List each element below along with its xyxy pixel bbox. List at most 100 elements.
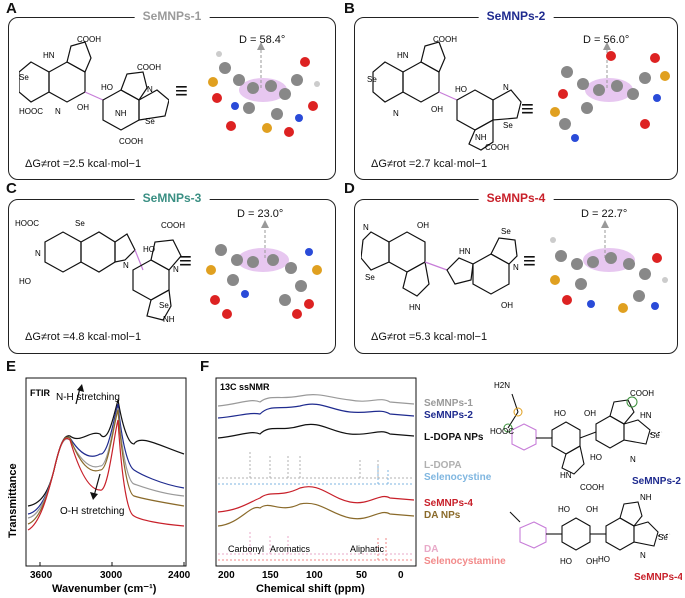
semnps1-structure: COOH HN Se HOOC N OH HO COOH N Se COOH N… <box>19 35 169 146</box>
svg-text:HN: HN <box>640 411 652 420</box>
ftir-annotation-oh: O-H stretching <box>60 506 124 517</box>
svg-text:COOH: COOH <box>161 221 185 230</box>
svg-text:HN: HN <box>409 303 421 312</box>
polymer-structures: H2N HOOC HO OH COOH HN Se HN COOH HO N S… <box>490 381 682 583</box>
legend-semnps-4: SeMNPs-4 <box>424 498 473 509</box>
svg-text:COOH: COOH <box>630 389 654 398</box>
svg-text:HOOC: HOOC <box>15 219 39 228</box>
panel-a-title: SeMNPs-1 <box>134 9 210 23</box>
svg-text:OH: OH <box>431 105 443 114</box>
nmr-line-semnps-4 <box>217 486 415 513</box>
panel-d-box: SeMNPs-4 Se N OH HN HN Se N OH ≡ D = 22.… <box>354 191 678 354</box>
svg-text:HO: HO <box>554 409 566 418</box>
svg-text:HN: HN <box>397 51 409 60</box>
rotation-energy-label: ΔG≠rot =5.3 kcal·mol−1 <box>371 331 488 343</box>
nmr-line-selenocystamine <box>218 536 414 561</box>
structure-label-bottom: SeMNPs-4 <box>634 572 682 583</box>
ftir-title: FTIR <box>30 388 50 398</box>
svg-text:HN: HN <box>560 471 572 480</box>
equivalent-symbol: ≡ <box>521 96 534 121</box>
svg-text:OH: OH <box>586 505 598 514</box>
svg-text:N: N <box>55 107 61 116</box>
svg-text:COOH: COOH <box>485 143 509 152</box>
semnps1-3d-model <box>208 42 320 137</box>
nmr-x-tick-0: 200 <box>218 570 235 581</box>
panel-c-title: SeMNPs-3 <box>134 191 210 205</box>
nmr-line-semnps-2 <box>217 403 415 419</box>
svg-text:COOH: COOH <box>580 483 604 492</box>
svg-text:Se: Se <box>501 227 511 236</box>
svg-text:OH: OH <box>501 301 513 310</box>
dihedral-angle-label: D = 58.4° <box>239 34 286 46</box>
svg-text:HO: HO <box>19 277 31 286</box>
svg-text:COOH: COOH <box>137 63 161 72</box>
svg-text:N: N <box>393 109 399 118</box>
legend-da-nps: DA NPs <box>424 510 461 521</box>
semnps3-3d-model <box>206 220 322 319</box>
dihedral-angle-label: D = 56.0° <box>583 34 630 46</box>
svg-text:N: N <box>363 223 369 232</box>
svg-text:NH: NH <box>475 133 487 142</box>
equivalent-symbol: ≡ <box>523 248 536 273</box>
legend-semnps-1: SeMNPs-1 <box>424 398 473 409</box>
panel-label-f: F <box>200 358 210 375</box>
svg-text:HO: HO <box>558 505 570 514</box>
svg-text:N: N <box>35 249 41 258</box>
svg-text:HO: HO <box>560 557 572 566</box>
svg-text:OH: OH <box>77 103 89 112</box>
svg-text:N: N <box>513 263 519 272</box>
svg-text:Se: Se <box>365 273 375 282</box>
nmr-x-tick-2: 100 <box>306 570 323 581</box>
semnps4-structure: Se N OH HN HN Se N OH <box>361 221 519 312</box>
ftir-x-axis-label: Wavenumber (cm⁻¹) <box>52 583 157 595</box>
ftir-annotation-nh: N-H stretching <box>56 392 120 403</box>
legend-da: DA <box>424 544 439 555</box>
ftir-chart: FTIR N-H stretching O-H stretching 3600 … <box>7 377 190 595</box>
svg-text:HO: HO <box>143 245 155 254</box>
structure-label-top: SeMNPs-2 <box>632 476 681 487</box>
ftir-x-tick-2: 2400 <box>168 570 190 581</box>
svg-text:N: N <box>173 265 179 274</box>
rotation-energy-label: ΔG≠rot =2.5 kcal·mol−1 <box>25 158 142 170</box>
panel-a-box: SeMNPs-1 COOH HN Se HOOC N OH HO COOH N … <box>8 9 336 180</box>
svg-text:N: N <box>640 551 646 560</box>
svg-text:Se: Se <box>367 75 377 84</box>
nmr-x-tick-4: 0 <box>398 570 404 581</box>
nmr-x-tick-1: 150 <box>262 570 279 581</box>
legend-selenocystine: Selenocystine <box>424 472 492 483</box>
svg-text:H2N: H2N <box>494 381 510 390</box>
dihedral-angle-label: D = 22.7° <box>581 208 628 220</box>
svg-text:NH: NH <box>640 493 652 502</box>
svg-text:HN: HN <box>459 247 471 256</box>
panel-label-c: C <box>6 180 17 197</box>
svg-text:Se: Se <box>658 533 668 542</box>
svg-text:OH: OH <box>417 221 429 230</box>
svg-text:Se: Se <box>145 117 155 126</box>
svg-text:N: N <box>147 85 153 94</box>
ftir-x-tick-1: 3000 <box>100 570 123 581</box>
nmr-chart: 13C ssNMR Carbonyl Aromatics Aliphatic 2… <box>215 377 417 595</box>
nmr-region-carbonyl: Carbonyl <box>228 544 264 554</box>
equivalent-symbol: ≡ <box>179 248 192 273</box>
nmr-line-l-dopa <box>218 452 414 479</box>
svg-text:N: N <box>123 261 129 270</box>
nmr-x-axis-label: Chemical shift (ppm) <box>256 583 365 595</box>
svg-text:N: N <box>503 83 509 92</box>
ftir-x-tick-0: 3600 <box>30 570 53 581</box>
svg-text:Se: Se <box>503 121 513 130</box>
svg-text:COOH: COOH <box>119 137 143 146</box>
nmr-title: 13C ssNMR <box>220 382 270 392</box>
svg-text:HO: HO <box>590 453 602 462</box>
nmr-x-tick-3: 50 <box>356 570 368 581</box>
dihedral-angle-label: D = 23.0° <box>237 208 284 220</box>
legend-semnps-2: SeMNPs-2 <box>424 410 473 421</box>
panel-label-a: A <box>6 0 17 17</box>
ftir-line-l-dopa-nps <box>27 399 185 507</box>
svg-text:HOOC: HOOC <box>490 427 514 436</box>
svg-text:N: N <box>630 455 636 464</box>
nmr-region-aliphatic: Aliphatic <box>350 544 385 554</box>
svg-text:OH: OH <box>584 409 596 418</box>
semnps4-3d-model <box>550 220 668 313</box>
legend-selenocystamine: Selenocystamine <box>424 556 506 567</box>
nmr-line-da <box>218 532 414 555</box>
